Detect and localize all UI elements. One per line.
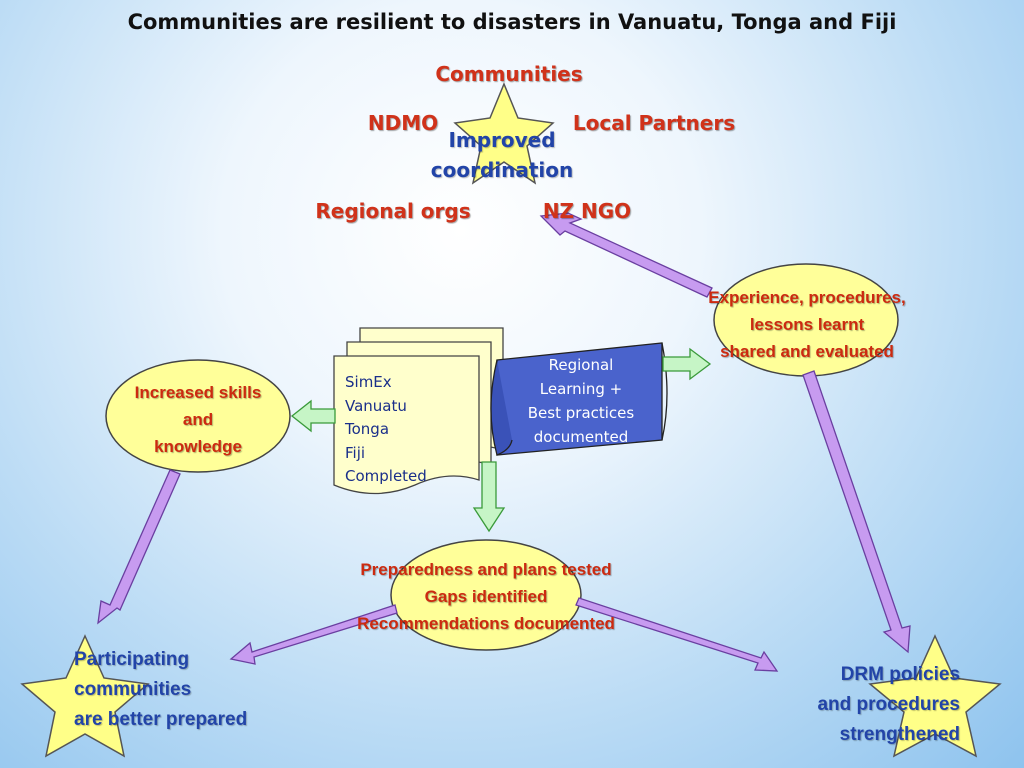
regional-scroll-shape — [490, 342, 668, 456]
regional-scroll-text: Regional Learning + Best practices docum… — [527, 356, 635, 446]
skills-oval-shape — [105, 359, 291, 473]
bottom-right-star-text: DRM policies and procedures strengthened — [817, 664, 960, 745]
bottom-left-star-text: Participating communities are better pre… — [74, 649, 248, 730]
communities-label: Communities — [435, 62, 583, 86]
preparedness-oval-shape — [390, 539, 582, 651]
bottom-right-star-shape — [868, 634, 1002, 758]
skills-to-bottom-left-arrow — [97, 469, 181, 625]
ndmo-label: NDMO — [367, 111, 439, 135]
experience-to-star-arrow — [539, 212, 713, 298]
top-star-shape — [453, 82, 555, 185]
docs-to-skills-arrow — [290, 399, 336, 433]
local-partners-label: Local Partners — [572, 111, 736, 135]
docs-to-preparedness-arrow — [472, 461, 506, 533]
preparedness-to-bottom-right-arrow — [575, 597, 779, 672]
skills-oval-text: Increased skills and knowledge — [134, 383, 262, 456]
preparedness-oval-text: Preparedness and plans tested Gaps ident… — [357, 560, 615, 633]
green-arrows — [290, 347, 712, 533]
improved-coordination-label: Improved coordination — [430, 128, 574, 182]
documents-text: SimEx Vanuatu Tonga Fiji Completed — [345, 373, 427, 485]
scroll-to-experience-arrow — [662, 347, 712, 381]
nz-ngo-label: NZ NGO — [542, 199, 632, 223]
experience-to-bottom-right-arrow — [802, 370, 911, 654]
regional-orgs-label: Regional orgs — [315, 199, 471, 223]
page-title: Communities are resilient to disasters i… — [127, 10, 897, 34]
documents-stack — [333, 327, 504, 495]
preparedness-to-bottom-left-arrow — [229, 604, 398, 665]
purple-arrows — [97, 212, 911, 672]
experience-oval-text: Experience, procedures, lessons learnt s… — [708, 288, 906, 361]
bottom-left-star-shape — [20, 634, 150, 758]
